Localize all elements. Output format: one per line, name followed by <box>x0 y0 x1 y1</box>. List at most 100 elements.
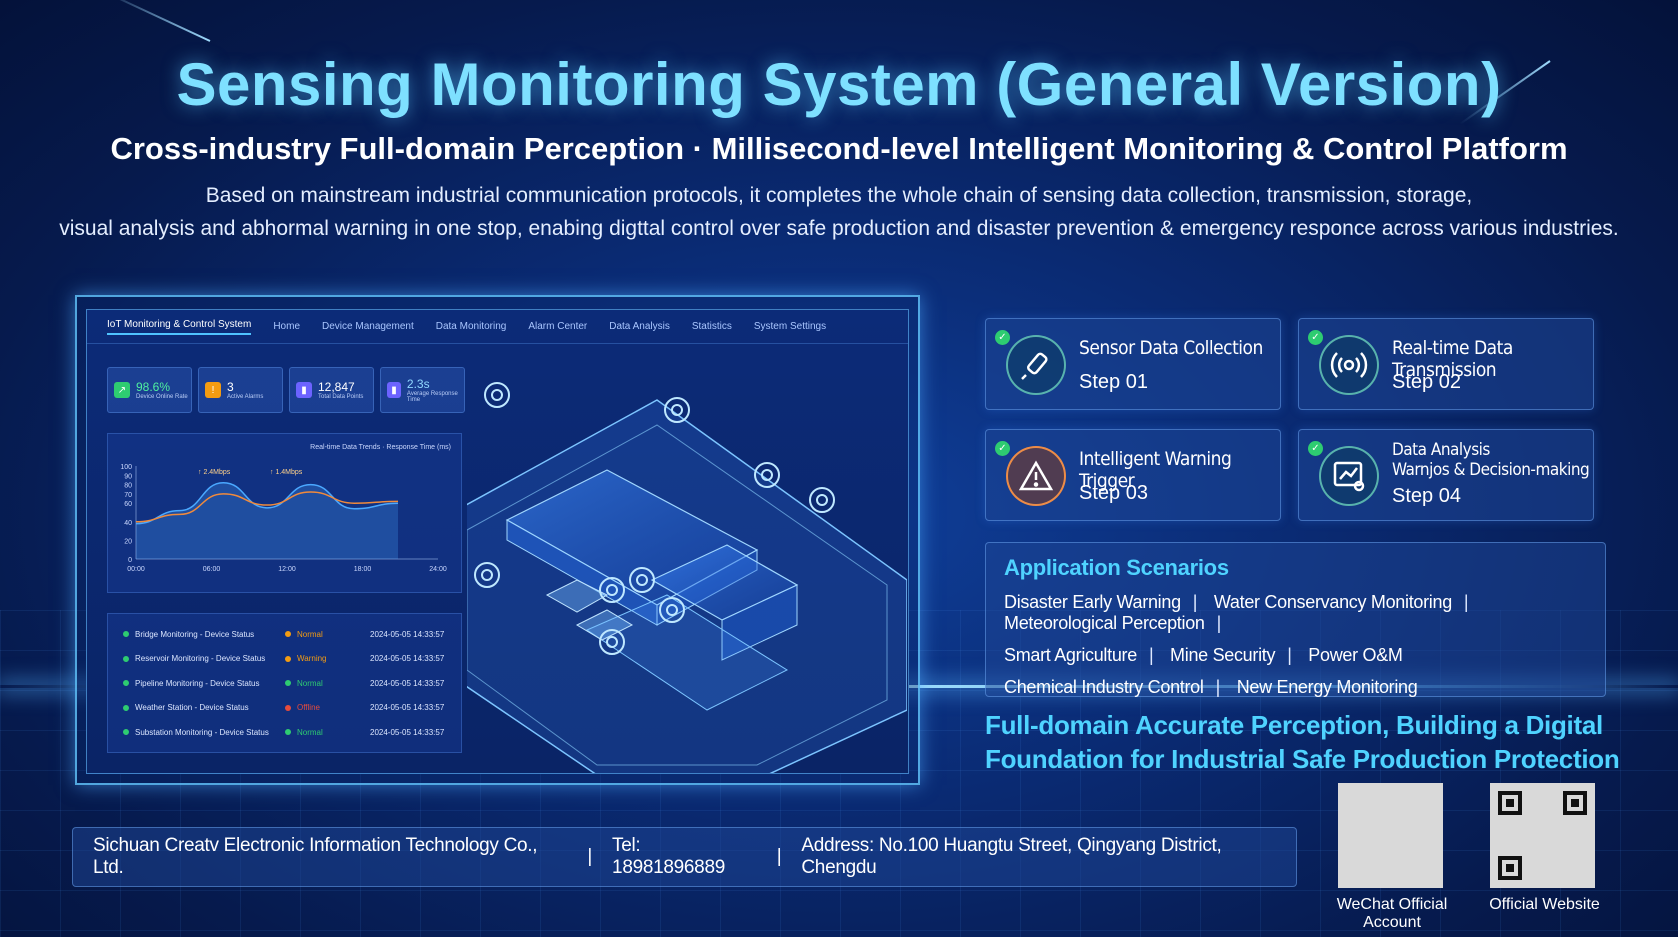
application-scenarios-title: Application Scenarios <box>1004 555 1229 580</box>
step-card-sensor-collection[interactable]: ✓ Sensor Data Collection Step 01 <box>985 318 1281 410</box>
check-icon: ✓ <box>995 441 1010 456</box>
status-value: Normal <box>285 679 370 688</box>
status-text: Normal <box>297 678 323 688</box>
series-line <box>135 491 399 523</box>
x-tick-label: 24:00 <box>429 566 447 573</box>
status-text: Offline <box>297 703 320 713</box>
slogan-line-1: Full-domain Accurate Perception, Buildin… <box>985 710 1603 740</box>
series-line <box>135 481 399 525</box>
nav-item-system-title[interactable]: IoT Monitoring & Control System <box>107 319 252 335</box>
y-tick-label: 70 <box>124 492 132 499</box>
kpi-card-online-rate[interactable]: ↗ 98.6%Device Online Rate <box>107 367 192 413</box>
table-row[interactable]: Weather Station - Device Status Offline 20… <box>108 696 461 721</box>
chart-annotation: ↑ 1.4Mbps <box>270 469 303 476</box>
y-tick-label: 20 <box>124 538 132 545</box>
step-title-line-2: Warnjos & Decision-making <box>1392 460 1590 480</box>
nav-item-device-management[interactable]: Device Management <box>322 321 414 332</box>
table-row[interactable]: Substation Monitoring - Device Status Nor… <box>108 720 461 745</box>
chart-annotation: ↑ 2.4Mbps <box>198 469 231 476</box>
wechat-qr-label: WeChat Official Account <box>1336 896 1448 931</box>
status-text: Normal <box>297 629 323 639</box>
description-line-2: visual analysis and abhormal warning in … <box>59 217 1619 240</box>
step-number: Step 04 <box>1392 485 1461 507</box>
x-tick-label: 06:00 <box>203 566 221 573</box>
application-item[interactable]: Smart Agriculture <box>1004 645 1137 665</box>
kpi-label: Device Online Rate <box>136 394 188 400</box>
step-title: Intelligent Warning Trigger <box>1079 448 1232 492</box>
step-title: Real-time Data Transmission <box>1392 337 1513 381</box>
company-name: Sichuan Creatv Electronic Information Te… <box>93 835 538 878</box>
sensor-probe-icon <box>1006 335 1066 395</box>
nav-item-statistics[interactable]: Statistics <box>691 321 732 332</box>
table-row[interactable]: Pipeline Monitoring - Device Status Norma… <box>108 671 461 696</box>
nav-item-home[interactable]: Home <box>273 321 301 332</box>
page-title: Sensing Monitoring System (General Versi… <box>176 51 1502 118</box>
dashboard-nav: IoT Monitoring & Control System Home Dev… <box>87 310 908 344</box>
status-indicator <box>285 680 291 687</box>
check-icon: ✓ <box>995 330 1010 345</box>
application-item[interactable]: Mine Security <box>1170 645 1276 665</box>
status-time: 2024-05-05 14:33:57 <box>370 629 445 639</box>
status-dot <box>123 680 129 687</box>
light-streak <box>100 0 211 42</box>
y-tick-label: 80 <box>124 483 132 490</box>
kpi-label: Average Response Time <box>406 391 458 403</box>
step-card-data-analysis[interactable]: ✓ Data Analysis Warnjos & Decision-makin… <box>1298 429 1594 521</box>
phone-number[interactable]: Tel: 18981896889 <box>612 835 725 878</box>
step-card-data-transmission[interactable]: ✓ Real-time Data Transmission Step 02 <box>1298 318 1594 410</box>
trend-chart-panel: Real-time Data Trends · Response Time (m… <box>107 433 462 593</box>
application-scenarios-panel: Application Scenarios Disaster Early War… <box>985 542 1606 697</box>
page-description: Based on mainstream industrial communica… <box>0 179 1678 245</box>
application-item[interactable]: Water Conservancy Monitoring <box>1213 592 1452 612</box>
website-qr-code[interactable] <box>1490 783 1595 888</box>
device-name: Pipeline Monitoring - Device Status <box>135 678 260 688</box>
device-name: Weather Station - Device Status <box>135 703 249 713</box>
dashboard-frame: IoT Monitoring & Control System Home Dev… <box>75 295 920 785</box>
kpi-value: 2.3s <box>406 377 430 391</box>
slogan-line-2: Foundation for Industrial Safe Productio… <box>985 744 1620 774</box>
application-item[interactable]: Chemical Industry Control <box>1004 677 1204 697</box>
step-card-warning-trigger[interactable]: ✓ Intelligent Warning Trigger Step 03 <box>985 429 1281 521</box>
wechat-qr-code[interactable] <box>1338 783 1443 888</box>
application-item[interactable]: Meteorological Perception <box>1004 613 1205 633</box>
status-text: Normal <box>297 727 323 737</box>
y-tick-label: 60 <box>124 501 132 508</box>
bar-chart-icon: ▮ <box>387 382 401 398</box>
series-area <box>136 482 398 559</box>
qr-finder <box>1498 791 1522 815</box>
step-number: Step 03 <box>1079 482 1148 504</box>
dashboard-screen: IoT Monitoring & Control System Home Dev… <box>86 309 909 774</box>
status-indicator <box>285 631 291 638</box>
application-item[interactable]: Power O&M <box>1308 645 1403 665</box>
warning-triangle-icon <box>1006 446 1066 506</box>
status-dot <box>123 704 129 711</box>
nav-item-alarm-center[interactable]: Alarm Center <box>528 321 588 332</box>
status-value: Offline <box>285 703 370 712</box>
qr-finder <box>1498 856 1522 880</box>
nav-item-data-monitoring[interactable]: Data Monitoring <box>435 321 507 332</box>
y-tick-label: 40 <box>124 520 132 527</box>
application-item[interactable]: New Energy Monitoring <box>1236 677 1418 697</box>
divider: | <box>776 846 782 867</box>
device-name: Substation Monitoring - Device Status <box>135 727 269 737</box>
page-subtitle: Cross-industry Full-domain Perception · … <box>110 131 1568 166</box>
step-title: Sensor Data Collection <box>1079 337 1263 359</box>
status-dot <box>123 729 129 736</box>
status-dot <box>123 655 129 662</box>
step-title: Data Analysis Warnjos & Decision-making <box>1392 440 1590 480</box>
nav-item-data-analysis[interactable]: Data Analysis <box>609 321 670 332</box>
application-item[interactable]: Disaster Early Warning <box>1004 592 1181 612</box>
bar-chart-icon: ▮ <box>296 382 312 398</box>
x-tick-label: 18:00 <box>354 566 372 573</box>
nav-item-system-settings[interactable]: System Settings <box>753 321 827 332</box>
status-indicator <box>285 704 291 711</box>
status-time: 2024-05-05 14:33:57 <box>370 703 445 713</box>
application-line-1: Disaster Early Warning| Water Conservanc… <box>1004 592 1469 633</box>
